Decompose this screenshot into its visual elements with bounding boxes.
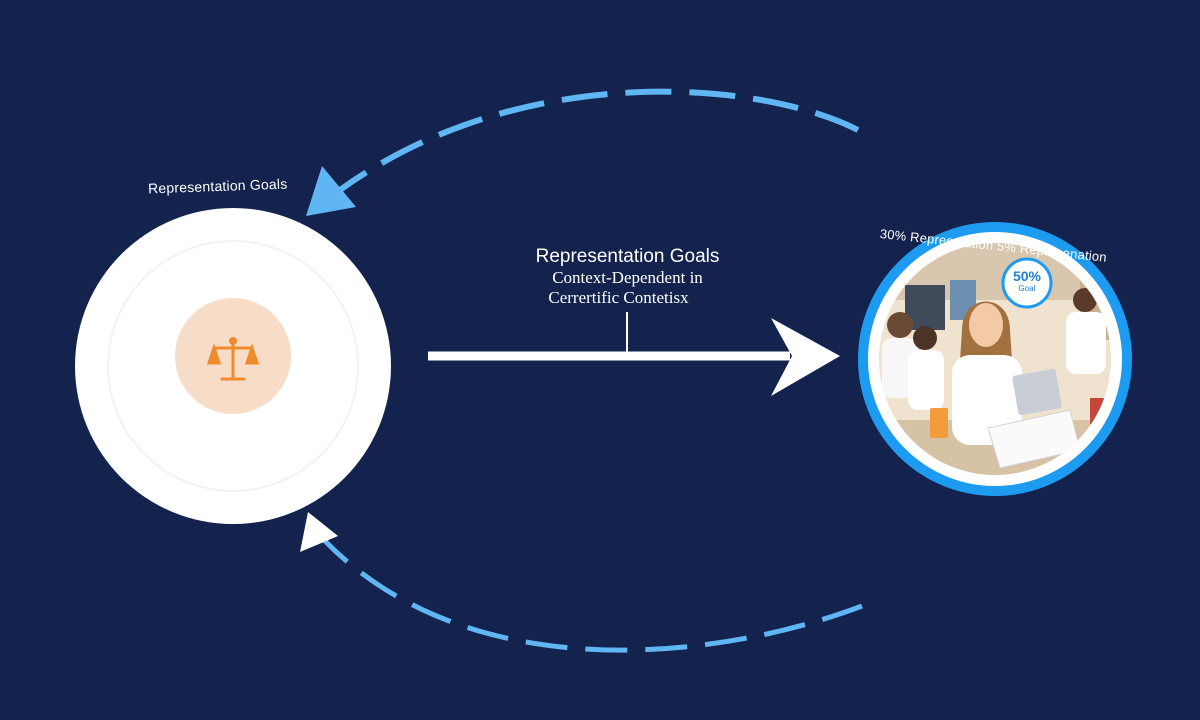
lab-photo-illustration	[879, 243, 1111, 475]
main-arrowhead	[771, 318, 840, 396]
top-loop-arrow-line	[338, 88, 860, 193]
bottom-loop-arrowhead	[300, 512, 338, 552]
top-loop-arrowhead	[306, 166, 356, 216]
center-caption-line-1: Representation Goals	[535, 246, 720, 267]
center-caption-line-3: Cerrertific Contetisx	[548, 288, 689, 307]
goal-badge	[1001, 257, 1053, 309]
bottom-loop-arrow-line	[322, 538, 863, 653]
scales-of-justice-icon	[206, 337, 260, 381]
left-node-inner-ring	[107, 240, 359, 492]
center-caption-line-2: Context-Dependent in	[552, 268, 703, 287]
center-caption: Representation Goals Context-Dependent i…	[500, 246, 755, 308]
